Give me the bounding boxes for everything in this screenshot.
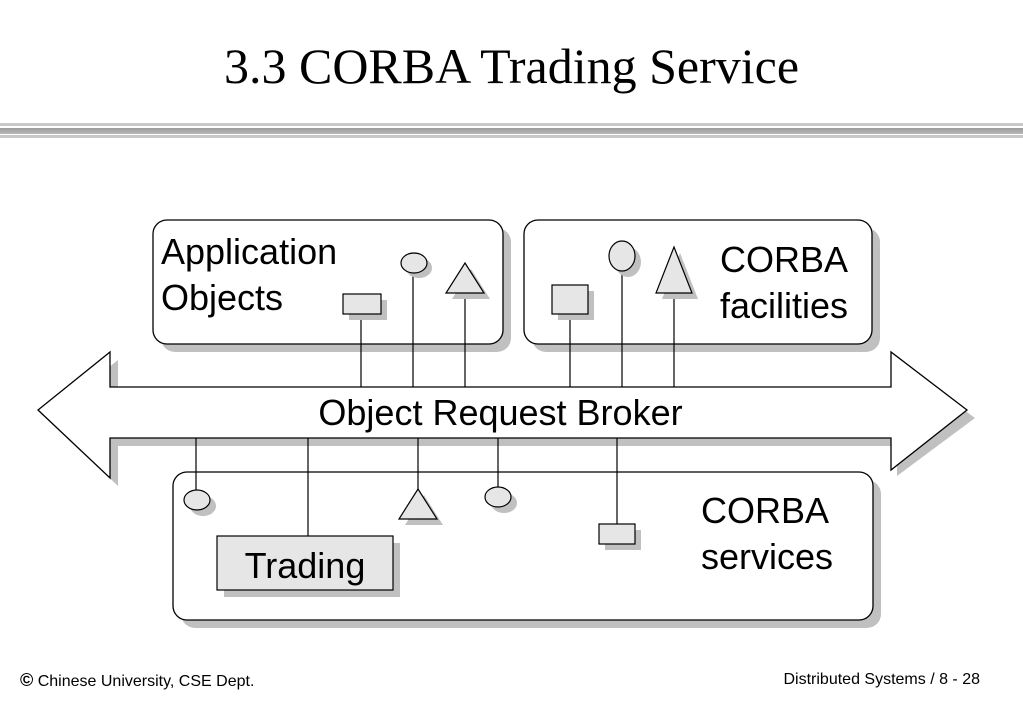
application-objects-label-line1: Application [161, 231, 338, 272]
orb-bus-arrow [37, 350, 975, 486]
facility-triangle-shape [655, 245, 698, 299]
service-ellipse-left-shape [183, 489, 216, 516]
corba-facilities-label-line1: CORBA [720, 239, 849, 280]
trading-service-box [216, 535, 400, 597]
title-divider-top [0, 123, 1023, 126]
app-ellipse-shape [400, 252, 432, 278]
service-ellipse-middle-shape [484, 486, 517, 513]
application-objects-label-line2: Objects [161, 277, 284, 318]
title-divider-middle [0, 128, 1023, 134]
service-triangle-shape [397, 487, 443, 525]
footer-right: Distributed Systems / 8 - 28 [783, 671, 980, 688]
footer-left-text: Chinese University, CSE Dept. [33, 673, 255, 690]
title-divider-bottom [0, 135, 1023, 138]
corba-facilities-label-line2: facilities [720, 285, 849, 326]
copyright-symbol: © [20, 670, 34, 690]
app-triangle-shape [444, 261, 490, 299]
facility-ellipse-shape [608, 240, 641, 277]
app-rectangle-shape [342, 293, 387, 320]
slide-title: 3.3 CORBA Trading Service [223, 38, 800, 94]
corba-services-label-line2: services [701, 536, 834, 577]
trading-label: Trading [244, 545, 366, 586]
facility-square-shape [551, 284, 594, 320]
corba-services-label-line1: CORBA [701, 490, 830, 531]
orb-label: Object Request Broker [318, 392, 683, 433]
service-rectangle-shape [598, 523, 641, 550]
upper-connectors [360, 271, 675, 387]
lower-connectors [195, 438, 618, 537]
footer-left: © Chinese University, CSE Dept. [20, 670, 254, 692]
